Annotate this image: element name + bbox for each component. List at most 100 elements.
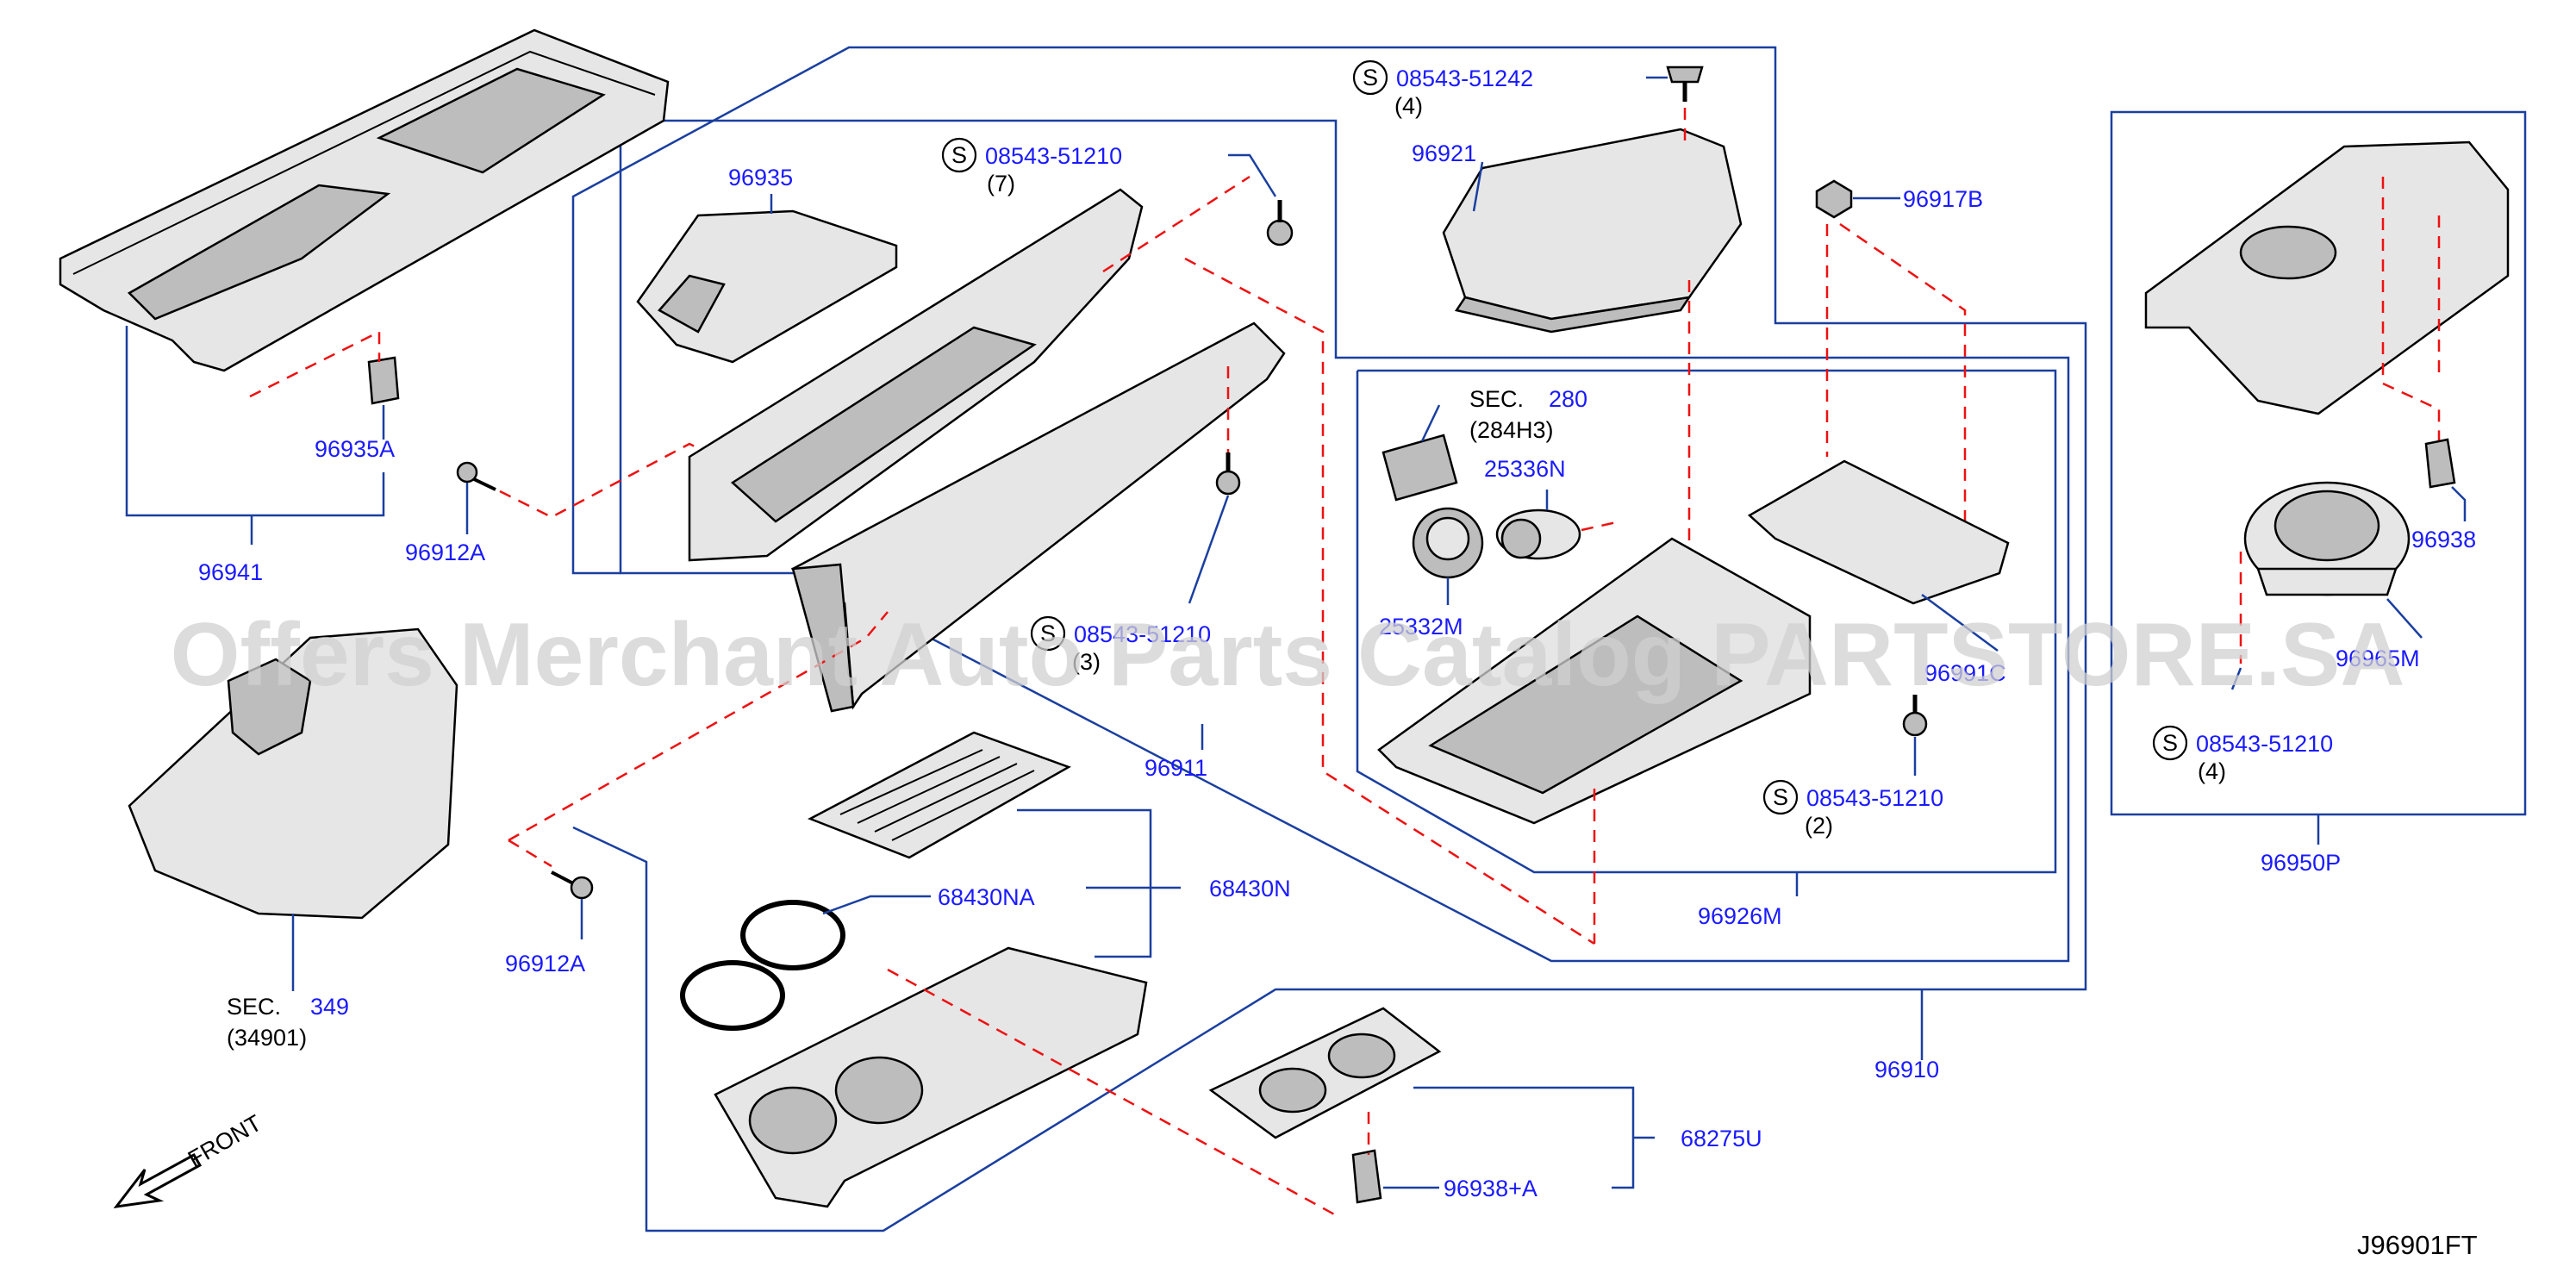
outline-96926m-group	[1356, 369, 2057, 874]
dash-96950p-a	[2381, 177, 2441, 483]
label-96991c: 96991C	[1924, 660, 2006, 686]
label-96926m: 96926M	[1698, 903, 1782, 929]
part-25336n-cap	[1495, 508, 1581, 560]
label-68430na: 68430NA	[938, 884, 1035, 910]
label-sec280-prefix: SEC.	[1469, 386, 1524, 412]
label-bolt-51210-a-qty: (7)	[987, 171, 1015, 197]
part-68430na-ring	[680, 900, 845, 1031]
label-sec349-prefix: SEC.	[227, 994, 281, 1020]
outline-96910-group	[571, 46, 2087, 1232]
label-sec280-sub: (284H3)	[1469, 417, 1554, 443]
label-96965m: 96965M	[2336, 646, 2420, 671]
label-96938: 96938	[2411, 527, 2476, 552]
leader-51210-b	[1188, 495, 1230, 604]
s-badge-51210-b: S	[1030, 615, 1066, 652]
bolt-51210-c-icon	[1902, 695, 1928, 737]
svg-text:S: S	[1040, 621, 1056, 646]
part-25332m-socket	[1412, 507, 1484, 579]
s-badge-51210-d: S	[2152, 725, 2188, 761]
label-96938a: 96938+A	[1444, 1176, 1537, 1201]
dash-tray	[887, 968, 1337, 1217]
svg-text:S: S	[2162, 730, 2178, 756]
label-96917b: 96917B	[1903, 186, 1983, 212]
label-68275u: 68275U	[1681, 1126, 1762, 1151]
dash-51210-a	[1102, 175, 1251, 273]
bolt-51210-b-icon	[1215, 452, 1241, 496]
s-badge-51242: S	[1352, 59, 1388, 96]
leader-96921	[1472, 161, 1484, 212]
label-bolt-51210-d-qty: (4)	[2198, 758, 2226, 784]
outline-96911-group	[584, 119, 2070, 963]
part-cup-holder-tray	[714, 946, 1148, 1208]
part-96935-cover	[636, 209, 898, 364]
part-96911-panel	[688, 188, 1286, 713]
watermark-text: Offers Merchant Auto Parts Catalog PARTS…	[171, 605, 2405, 705]
part-96926m-box	[1377, 537, 1812, 825]
leader-68275u-a	[1413, 1086, 1635, 1189]
label-bolt-51242: 08543-51242	[1396, 66, 1533, 91]
dash-25336n	[1581, 520, 1621, 532]
label-bolt-51210-b: 08543-51210	[1074, 621, 1211, 647]
label-96910: 96910	[1874, 1057, 1939, 1082]
label-68430n: 68430N	[1209, 876, 1291, 902]
label-96950p: 96950P	[2261, 850, 2341, 876]
diagram-code: J96901FT	[2357, 1230, 2478, 1260]
part-68430n-mat	[807, 731, 1071, 859]
label-25336n: 25336N	[1484, 456, 1566, 482]
dash-96912a-top	[499, 442, 716, 519]
part-96938-clip	[2424, 438, 2456, 489]
label-96935: 96935	[728, 165, 793, 190]
part-96965m-speaker	[2243, 481, 2411, 596]
svg-text:S: S	[1363, 65, 1378, 90]
bolt-51242-icon	[1666, 66, 1704, 102]
label-25332m: 25332M	[1379, 614, 1463, 640]
label-96941: 96941	[198, 559, 263, 585]
part-labels: 96941 96935A 96912A 96912A 96935 96911 9…	[184, 66, 2478, 1260]
label-bolt-51210-c-qty: (2)	[1805, 813, 1833, 839]
part-sec349-housing	[128, 627, 458, 920]
s-badge-51210-c: S	[1762, 779, 1799, 815]
label-96912a-bottom: 96912A	[505, 951, 585, 976]
part-68275u-finisher	[1208, 1007, 1442, 1139]
dash-96911-right	[1184, 257, 1595, 945]
label-bolt-51210-b-qty: (3)	[1072, 649, 1101, 675]
label-bolt-51210-c: 08543-51210	[1806, 785, 1943, 811]
label-front: FRONT	[184, 1110, 266, 1172]
part-96941-finisher	[59, 28, 670, 372]
front-arrow-icon	[113, 1152, 203, 1208]
leader-96941	[125, 326, 385, 517]
leader-96938	[2451, 486, 2467, 521]
leader-68430na	[822, 895, 931, 915]
label-96912a-top: 96912A	[405, 540, 485, 565]
part-96950p-cover	[2144, 140, 2510, 415]
dash-96912a-bottom-b	[508, 839, 552, 868]
part-96991c-bracket	[1747, 459, 2010, 605]
label-sec280-num: 280	[1549, 386, 1587, 412]
part-96912a-screw-top	[456, 461, 496, 491]
label-bolt-51210-d: 08543-51210	[2196, 731, 2333, 757]
label-96911: 96911	[1145, 755, 1207, 781]
leader-68430n-a	[1017, 808, 1152, 958]
part-96917b-nut	[1815, 179, 1853, 219]
leader-51210-d	[2230, 667, 2242, 690]
label-sec349-num: 349	[310, 994, 349, 1020]
part-96935a-clip	[367, 356, 400, 405]
part-96912a-screw-bottom	[551, 870, 594, 900]
dash-96917b-b	[1839, 222, 1967, 552]
s-badge-51210-a: S	[941, 137, 977, 173]
leader-51210-a	[1228, 153, 1277, 197]
label-bolt-51210-a: 08543-51210	[985, 143, 1122, 169]
label-sec349-sub: (34901)	[227, 1025, 307, 1051]
label-bolt-51242-qty: (4)	[1394, 93, 1423, 119]
part-sec280-socket	[1382, 434, 1458, 502]
leader-sec280	[1420, 404, 1441, 442]
bolt-51210-a-icon	[1266, 200, 1294, 246]
label-96921: 96921	[1412, 140, 1476, 166]
svg-text:S: S	[951, 142, 967, 168]
label-96935a: 96935A	[315, 436, 395, 462]
leader-96965m	[2386, 598, 2423, 639]
part-96938a-clip	[1351, 1149, 1382, 1204]
dash-96935a	[249, 329, 381, 398]
part-96921-lid	[1442, 128, 1743, 334]
